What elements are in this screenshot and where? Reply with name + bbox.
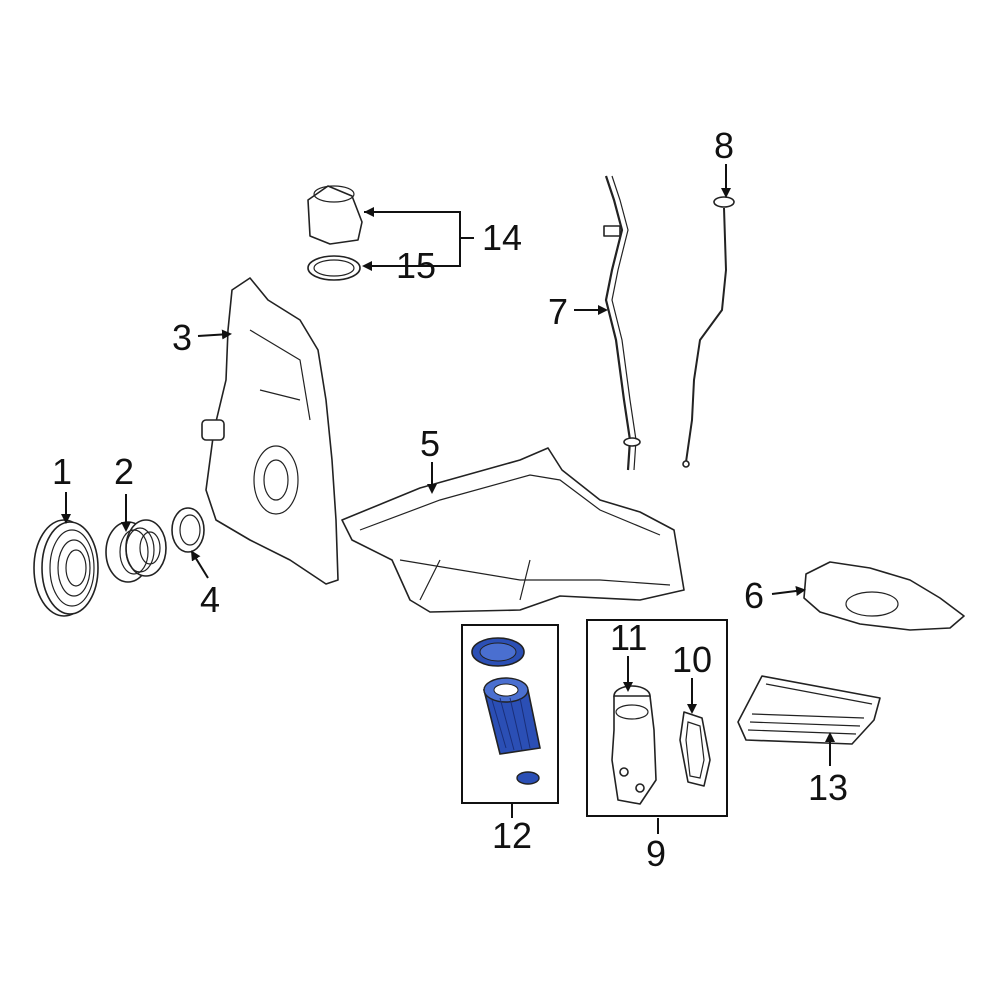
filter-o-ring [516,771,540,785]
oil-filter-element[interactable] [471,637,541,785]
oil-pan[interactable] [341,447,685,613]
callout-8: 8 [714,125,734,166]
oil-filler-cap[interactable] [307,185,363,245]
callout-11: 11 [610,617,647,658]
callout-5: 5 [420,423,440,464]
leader-4 [190,550,209,579]
callout-12: 12 [492,815,532,856]
oil-cooler[interactable] [737,675,881,745]
oil-pan-baffle[interactable] [803,561,965,631]
vibration-damper[interactable] [105,519,167,583]
housing-gasket[interactable] [679,711,711,787]
filter-kit-box [461,624,559,804]
callout-6: 6 [744,575,764,616]
dipstick-tube[interactable] [603,175,641,471]
filter-housing-box [586,619,728,817]
callout-2: 2 [114,451,134,492]
front-crank-seal[interactable] [171,507,205,553]
leader-6 [771,586,806,596]
callout-1: 1 [52,451,72,492]
timing-cover[interactable] [201,277,339,585]
callout-14: 14 [482,217,522,258]
callout-15: 15 [396,245,436,286]
callout-4: 4 [200,579,220,620]
callout-3: 3 [172,317,192,358]
oil-dipstick[interactable] [682,196,735,468]
callout-7: 7 [548,291,568,332]
oil-filter-housing[interactable] [611,685,657,805]
filler-cap-seal[interactable] [307,255,361,281]
callout-10: 10 [672,639,712,680]
leader-3 [197,329,232,340]
crankshaft-pulley[interactable] [33,519,99,617]
callout-9: 9 [646,833,666,874]
callout-13: 13 [808,767,848,808]
